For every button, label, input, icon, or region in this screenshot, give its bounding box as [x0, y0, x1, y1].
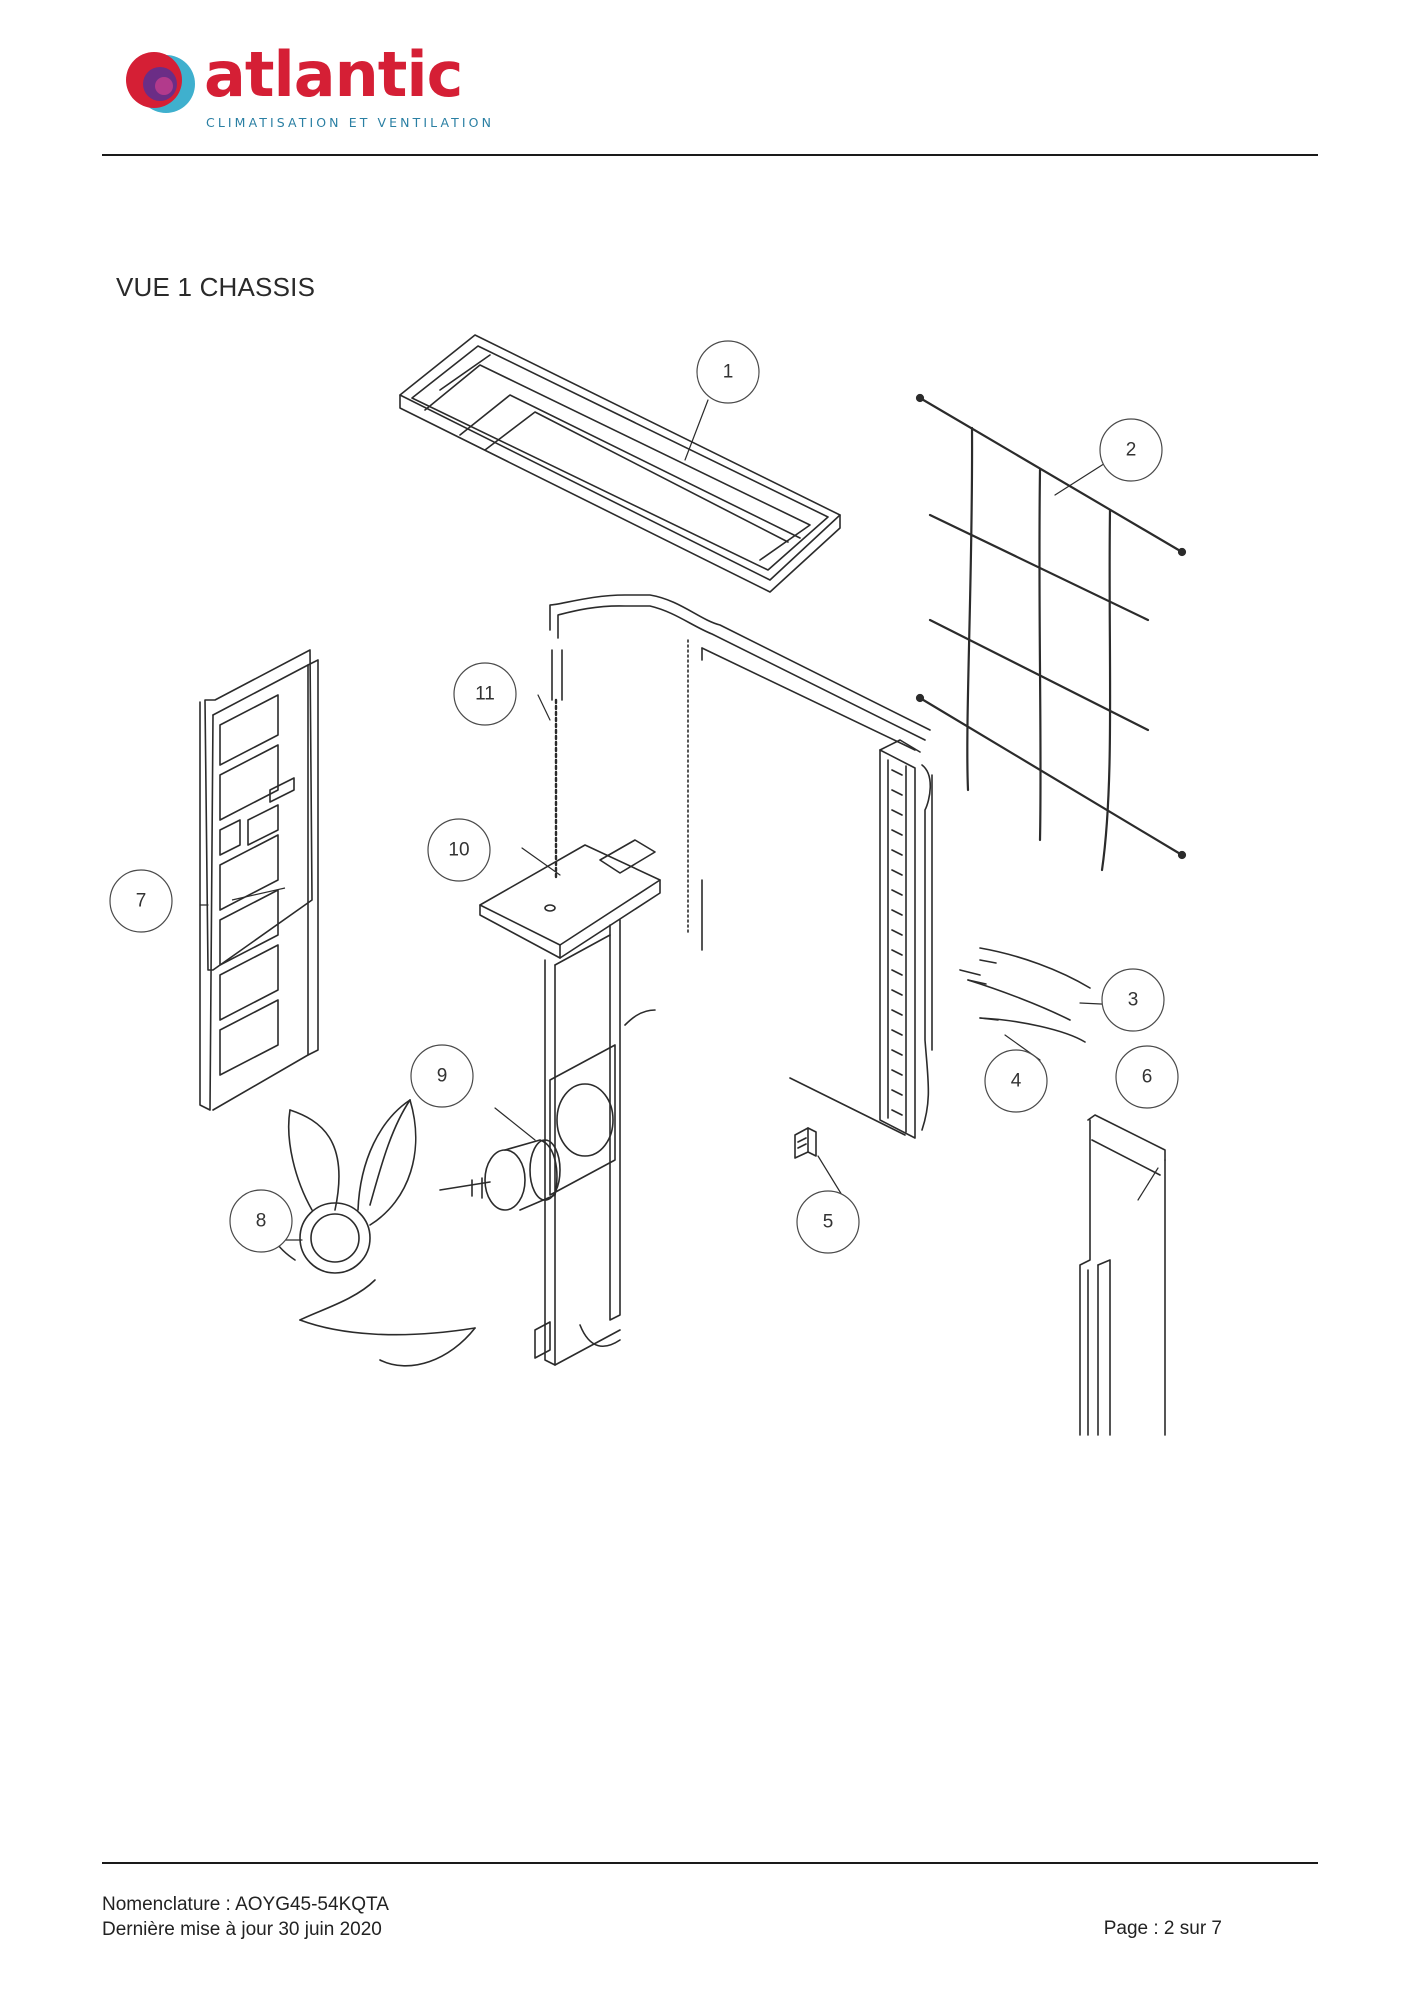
brand-logo: atlantic CLIMATISATION ET VENTILATION: [120, 38, 491, 140]
part-fan-blade: [268, 1099, 476, 1367]
footer-page-number: Page : 2 sur 7: [1103, 1918, 1222, 1939]
part-connector: [794, 1127, 817, 1159]
callout-11: 11: [475, 684, 495, 705]
callout-7: 7: [136, 891, 147, 912]
callout-2: 2: [1126, 440, 1137, 461]
callout-10: 10: [448, 840, 469, 861]
part-sensors: [959, 947, 1091, 1043]
footer-divider: [102, 1862, 1318, 1864]
atlantic-logo-icon: [126, 52, 195, 113]
part-side-panel-right: [1079, 1114, 1166, 1436]
callout-8: 8: [256, 1211, 267, 1232]
callout-1: 1: [723, 362, 734, 383]
header-divider: [102, 154, 1318, 156]
callout-9: 9: [437, 1066, 448, 1087]
part-motor-bracket: [534, 919, 656, 1366]
exploded-view-diagram: 1 2 3 4 5 6 7 8 9 10 11: [109, 334, 1187, 1436]
part-side-panel-left: [199, 649, 319, 1111]
callout-6: 6: [1142, 1067, 1153, 1088]
part-frame-bracket: [549, 594, 931, 1136]
brand-name: atlantic: [204, 38, 463, 111]
brand-tagline: CLIMATISATION ET VENTILATION: [206, 115, 495, 130]
footer-nomenclature: Nomenclature : AOYG45-54KQTA: [102, 1894, 389, 1915]
callout-4: 4: [1011, 1071, 1022, 1092]
section-title: VUE 1 CHASSIS: [116, 272, 316, 302]
part-control-plate: [479, 839, 661, 959]
callout-3: 3: [1128, 990, 1139, 1011]
part-fan-motor: [439, 1139, 561, 1211]
footer-updated: Dernière mise à jour 30 juin 2020: [102, 1919, 382, 1940]
part-heat-exchanger: [879, 739, 933, 1139]
part-guard-grille: [915, 393, 1187, 872]
callout-leaders: [199, 399, 1159, 1241]
callout-5: 5: [823, 1212, 834, 1233]
footer-meta: Nomenclature : AOYG45-54KQTA Dernière mi…: [102, 1892, 389, 1942]
part-top-panel: [399, 334, 841, 593]
